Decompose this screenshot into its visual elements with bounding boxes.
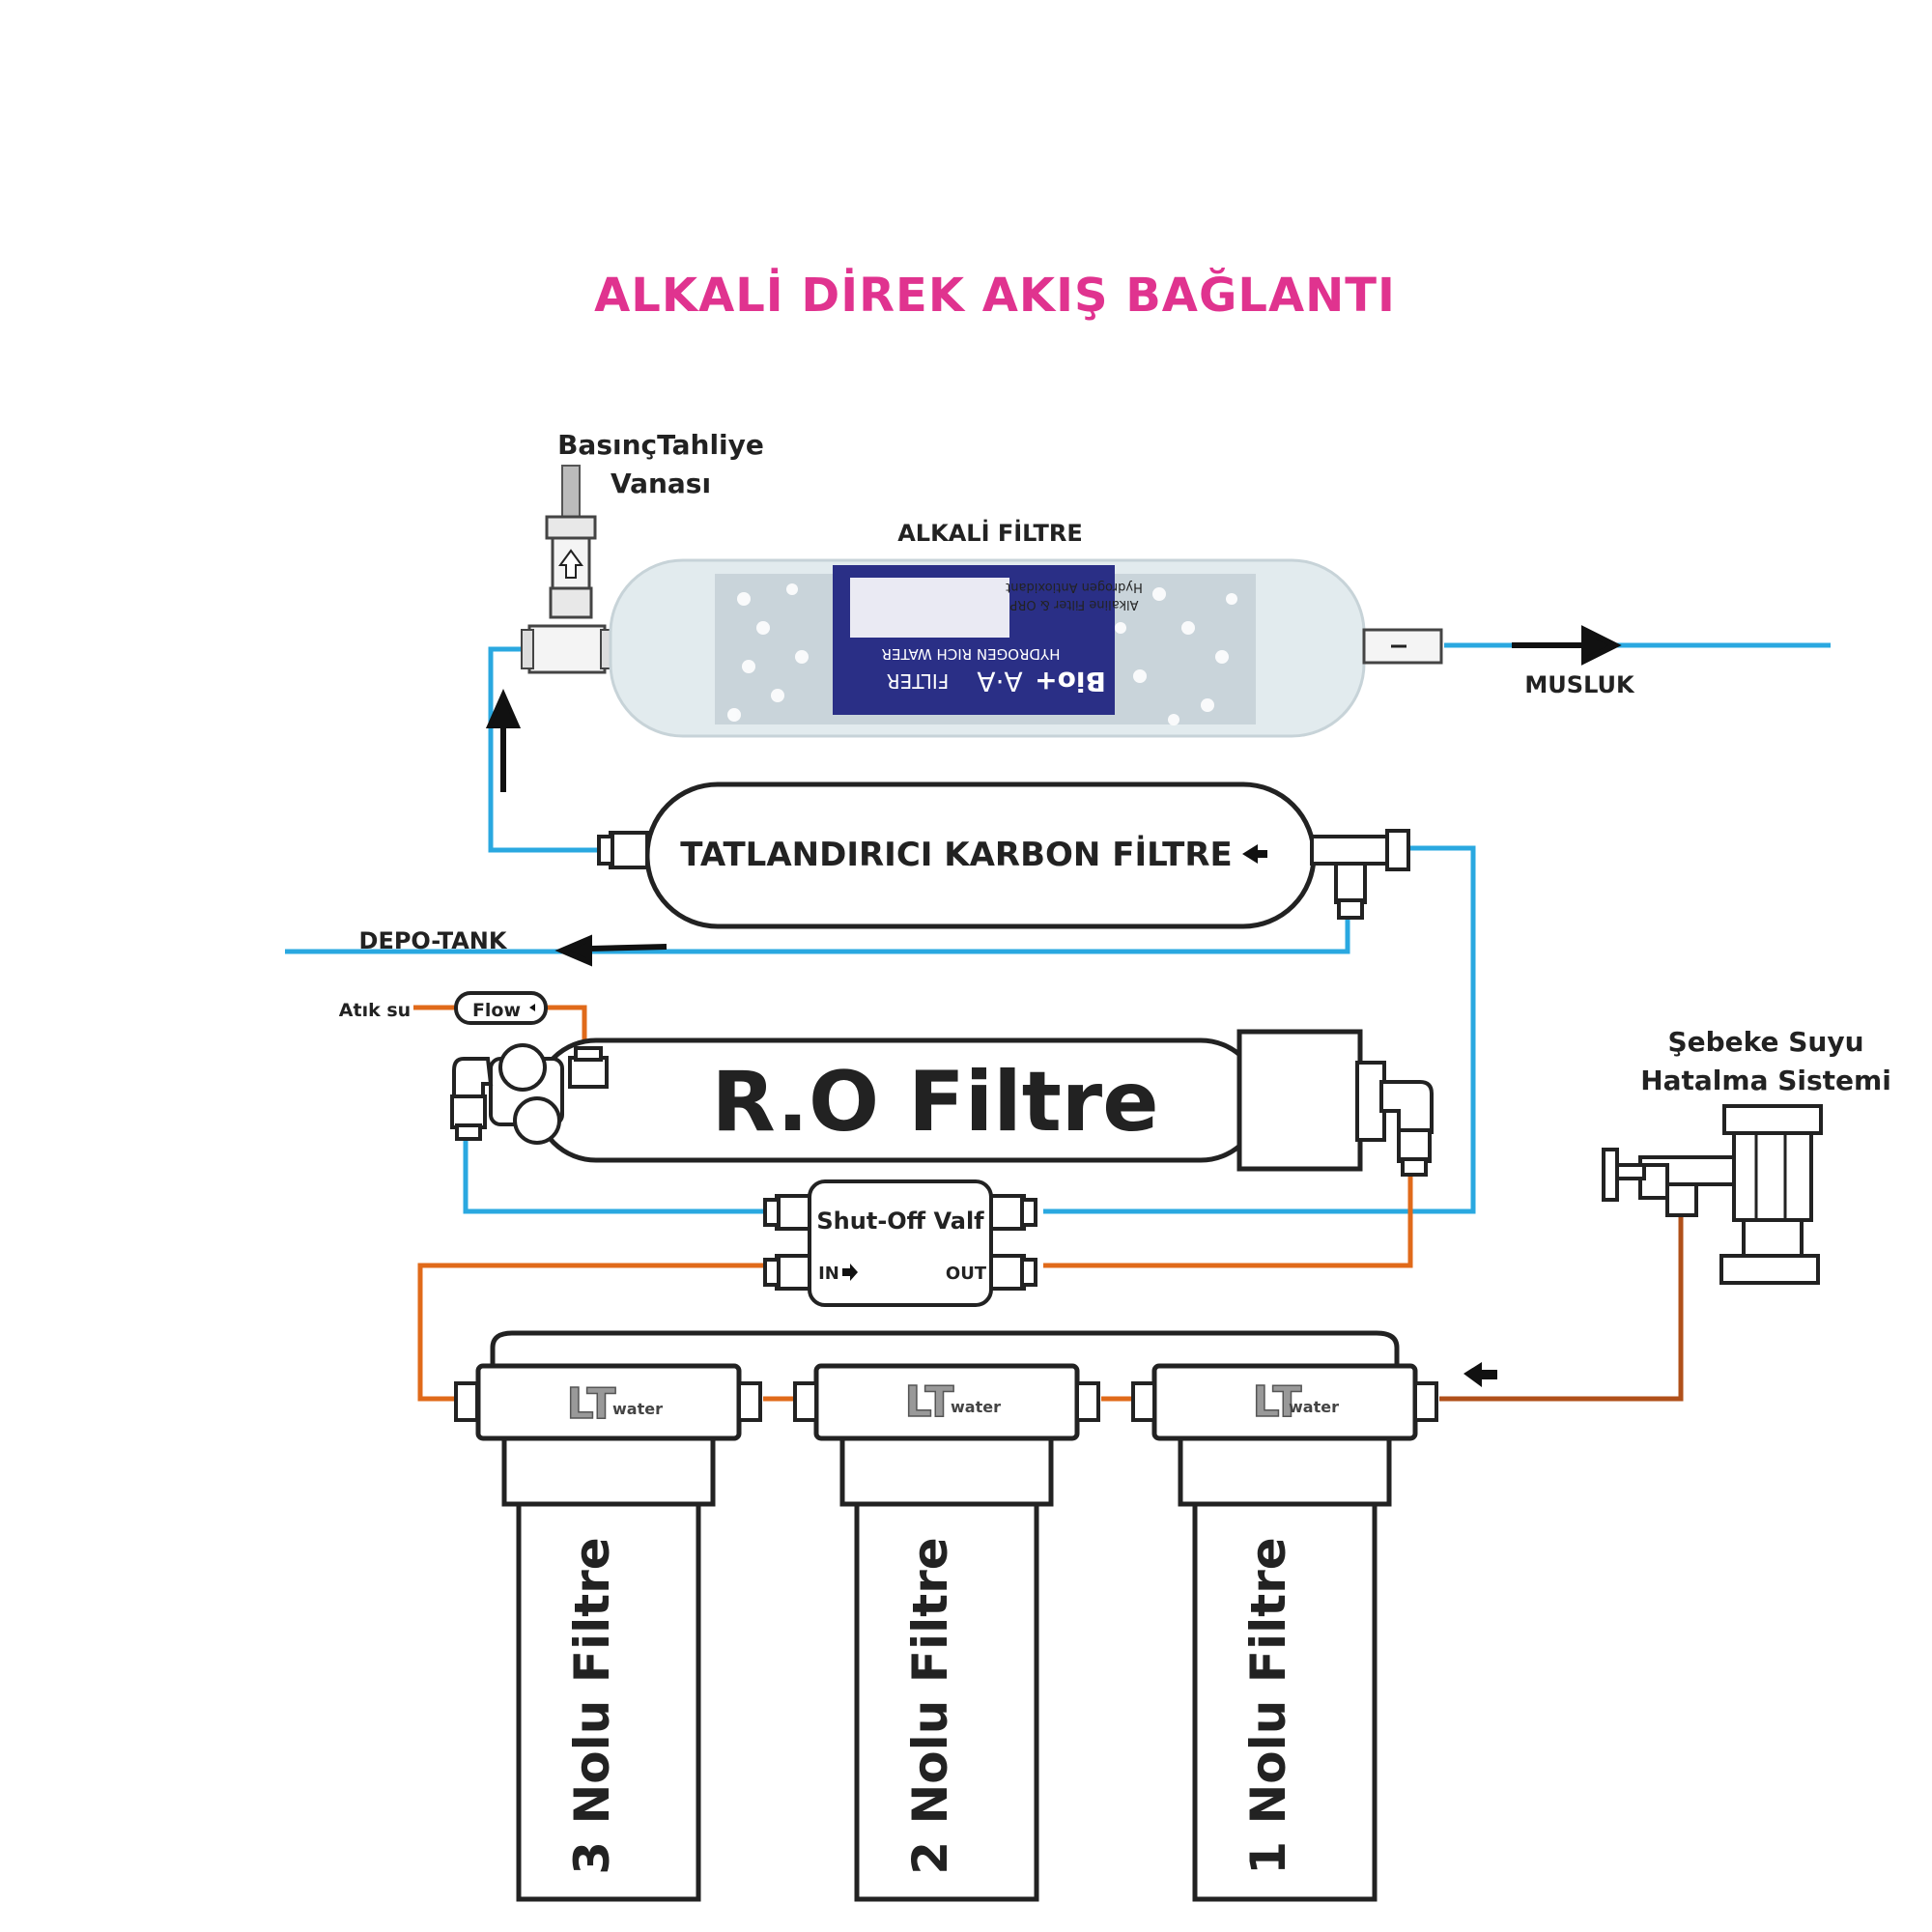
cartridge-line1: HYDROGEN RICH WATER xyxy=(882,645,1061,663)
page-title: ALKALİ DİREK AKIŞ BAĞLANTI xyxy=(594,268,1396,323)
housing-2-logo-sub: water xyxy=(951,1398,1001,1416)
valve-arrow-icon xyxy=(558,549,583,579)
waste-label: Atık su xyxy=(339,1000,411,1021)
housing-3-logo-sub: water xyxy=(612,1400,663,1418)
mains-label-1: Şebeke Suyu xyxy=(1667,1026,1863,1058)
flow-restrictor: Flow xyxy=(454,991,548,1025)
housing-2-label: 2 Nolu Filtre xyxy=(902,1537,958,1874)
shutoff-label: Shut-Off Valf xyxy=(816,1208,984,1235)
housing-1-label: 1 Nolu Filtre xyxy=(1240,1537,1296,1874)
pressure-relief-valve[interactable] xyxy=(521,465,613,674)
housing-1: LT water 1 Nolu Filtre xyxy=(1131,1363,1438,1902)
pressure-valve-label-2: Vanası xyxy=(611,468,711,499)
ro-filter-label: R.O Filtre xyxy=(711,1054,1158,1151)
mains-connector xyxy=(1602,1104,1823,1285)
housing-1-logo-sub: water xyxy=(1289,1398,1339,1416)
housing-3-label: 3 Nolu Filtre xyxy=(564,1537,620,1874)
ro-filter: R.O Filtre xyxy=(450,1029,1434,1177)
arrow-right-icon xyxy=(842,1264,858,1281)
flow-label: Flow xyxy=(472,1000,521,1021)
arrow-right-icon xyxy=(1512,625,1622,666)
alkaline-filter-label: ALKALİ FİLTRE xyxy=(897,519,1083,547)
blue-pipes xyxy=(285,642,1831,1214)
arrow-left-icon xyxy=(554,934,668,967)
cartridge-brand: Bio+ xyxy=(1035,666,1106,697)
housing-1-logo: LT xyxy=(1253,1378,1302,1427)
arrow-up-icon xyxy=(485,689,522,792)
cartridge-model: A·A xyxy=(977,666,1022,697)
faucet-label: MUSLUK xyxy=(1524,671,1635,698)
mains-label-2: Hatalma Sistemi xyxy=(1640,1065,1891,1096)
shutoff-valve: Shut-Off Valf IN OUT xyxy=(763,1179,1037,1307)
carbon-filter: TATLANDIRICI KARBON FİLTRE xyxy=(597,781,1410,929)
housing-3: LT water 3 Nolu Filtre xyxy=(454,1363,762,1902)
arrow-left-icon xyxy=(1463,1362,1497,1387)
shutoff-in-label: IN xyxy=(818,1264,839,1284)
cartridge-type: FILTER xyxy=(887,669,950,693)
housing-2: LT water 2 Nolu Filtre xyxy=(793,1363,1100,1902)
alkaline-filter: Bio+ A·A FILTER HYDROGEN RICH WATER Alka… xyxy=(521,465,1443,738)
housing-3-logo: LT xyxy=(567,1379,616,1429)
carbon-filter-label: TATLANDIRICI KARBON FİLTRE xyxy=(680,835,1232,874)
pressure-valve-label-1: BasınçTahliye xyxy=(557,429,764,461)
cartridge-line2: Alkaline Filter & ORP xyxy=(1009,597,1138,611)
filter-housings: LT water 3 Nolu Filtre LT water 2 Nolu F… xyxy=(454,1330,1438,1902)
arrow-left-icon xyxy=(1242,844,1267,864)
housing-2-logo: LT xyxy=(905,1378,954,1427)
shutoff-out-label: OUT xyxy=(946,1264,987,1284)
cartridge-line3: Hydrogen Antioxidant xyxy=(1006,580,1143,594)
tank-label: DEPO-TANK xyxy=(359,927,508,954)
